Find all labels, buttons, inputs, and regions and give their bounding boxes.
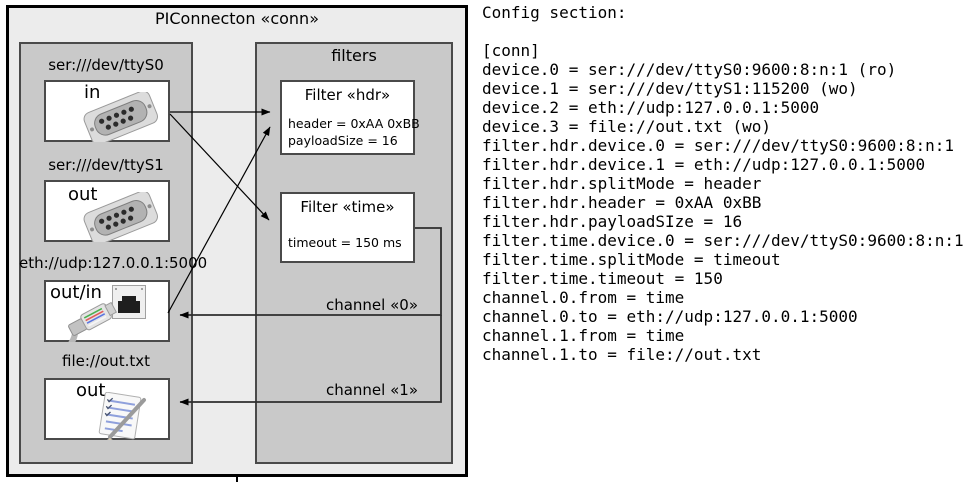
device-uri-label: ser:///dev/ttyS0 <box>48 56 164 74</box>
device-uri-label: eth://udp:127.0.0.1:5000 <box>19 254 208 272</box>
channel-1-label: channel «1» <box>325 381 418 399</box>
device-node: out <box>44 378 170 440</box>
filters-panel-title: filters <box>331 46 377 65</box>
component-title: PIConnecton «conn» <box>155 9 319 28</box>
device-direction-label: out/in <box>50 282 102 303</box>
notepad-pen-icon <box>98 392 146 440</box>
device-direction-label: in <box>84 82 101 103</box>
filter-time-node: Filter «time» timeout = 150 ms <box>280 192 415 263</box>
device-node: out <box>44 180 170 242</box>
filter-title: Filter «time» <box>300 198 395 216</box>
filter-attributes: header = 0xAA 0xBB payloadSize = 16 <box>288 116 420 148</box>
device-direction-label: out <box>76 380 106 401</box>
device-node: in <box>44 80 170 142</box>
filter-attributes: timeout = 150 ms <box>288 235 402 250</box>
filter-title: Filter «hdr» <box>304 86 391 104</box>
serial-db9-connector-icon <box>83 92 158 142</box>
ethernet-cable-plug-icon <box>64 301 117 342</box>
channel-0-label: channel «0» <box>325 296 418 314</box>
filter-hdr-node: Filter «hdr» header = 0xAA 0xBB payloadS… <box>280 80 420 155</box>
device-node: out/in <box>44 280 170 342</box>
device-direction-label: out <box>68 184 98 205</box>
device-uri-label: ser:///dev/ttyS1 <box>48 156 164 174</box>
config-section-heading: Config section: <box>482 3 627 22</box>
config-section-body: [conn] device.0 = ser:///dev/ttyS0:9600:… <box>482 41 964 364</box>
bottom-tick-mark <box>236 476 238 482</box>
ethernet-rj45-connector-icon <box>112 285 146 319</box>
device-uri-label: file://out.txt <box>62 352 150 370</box>
serial-db9-connector-icon <box>83 192 158 242</box>
